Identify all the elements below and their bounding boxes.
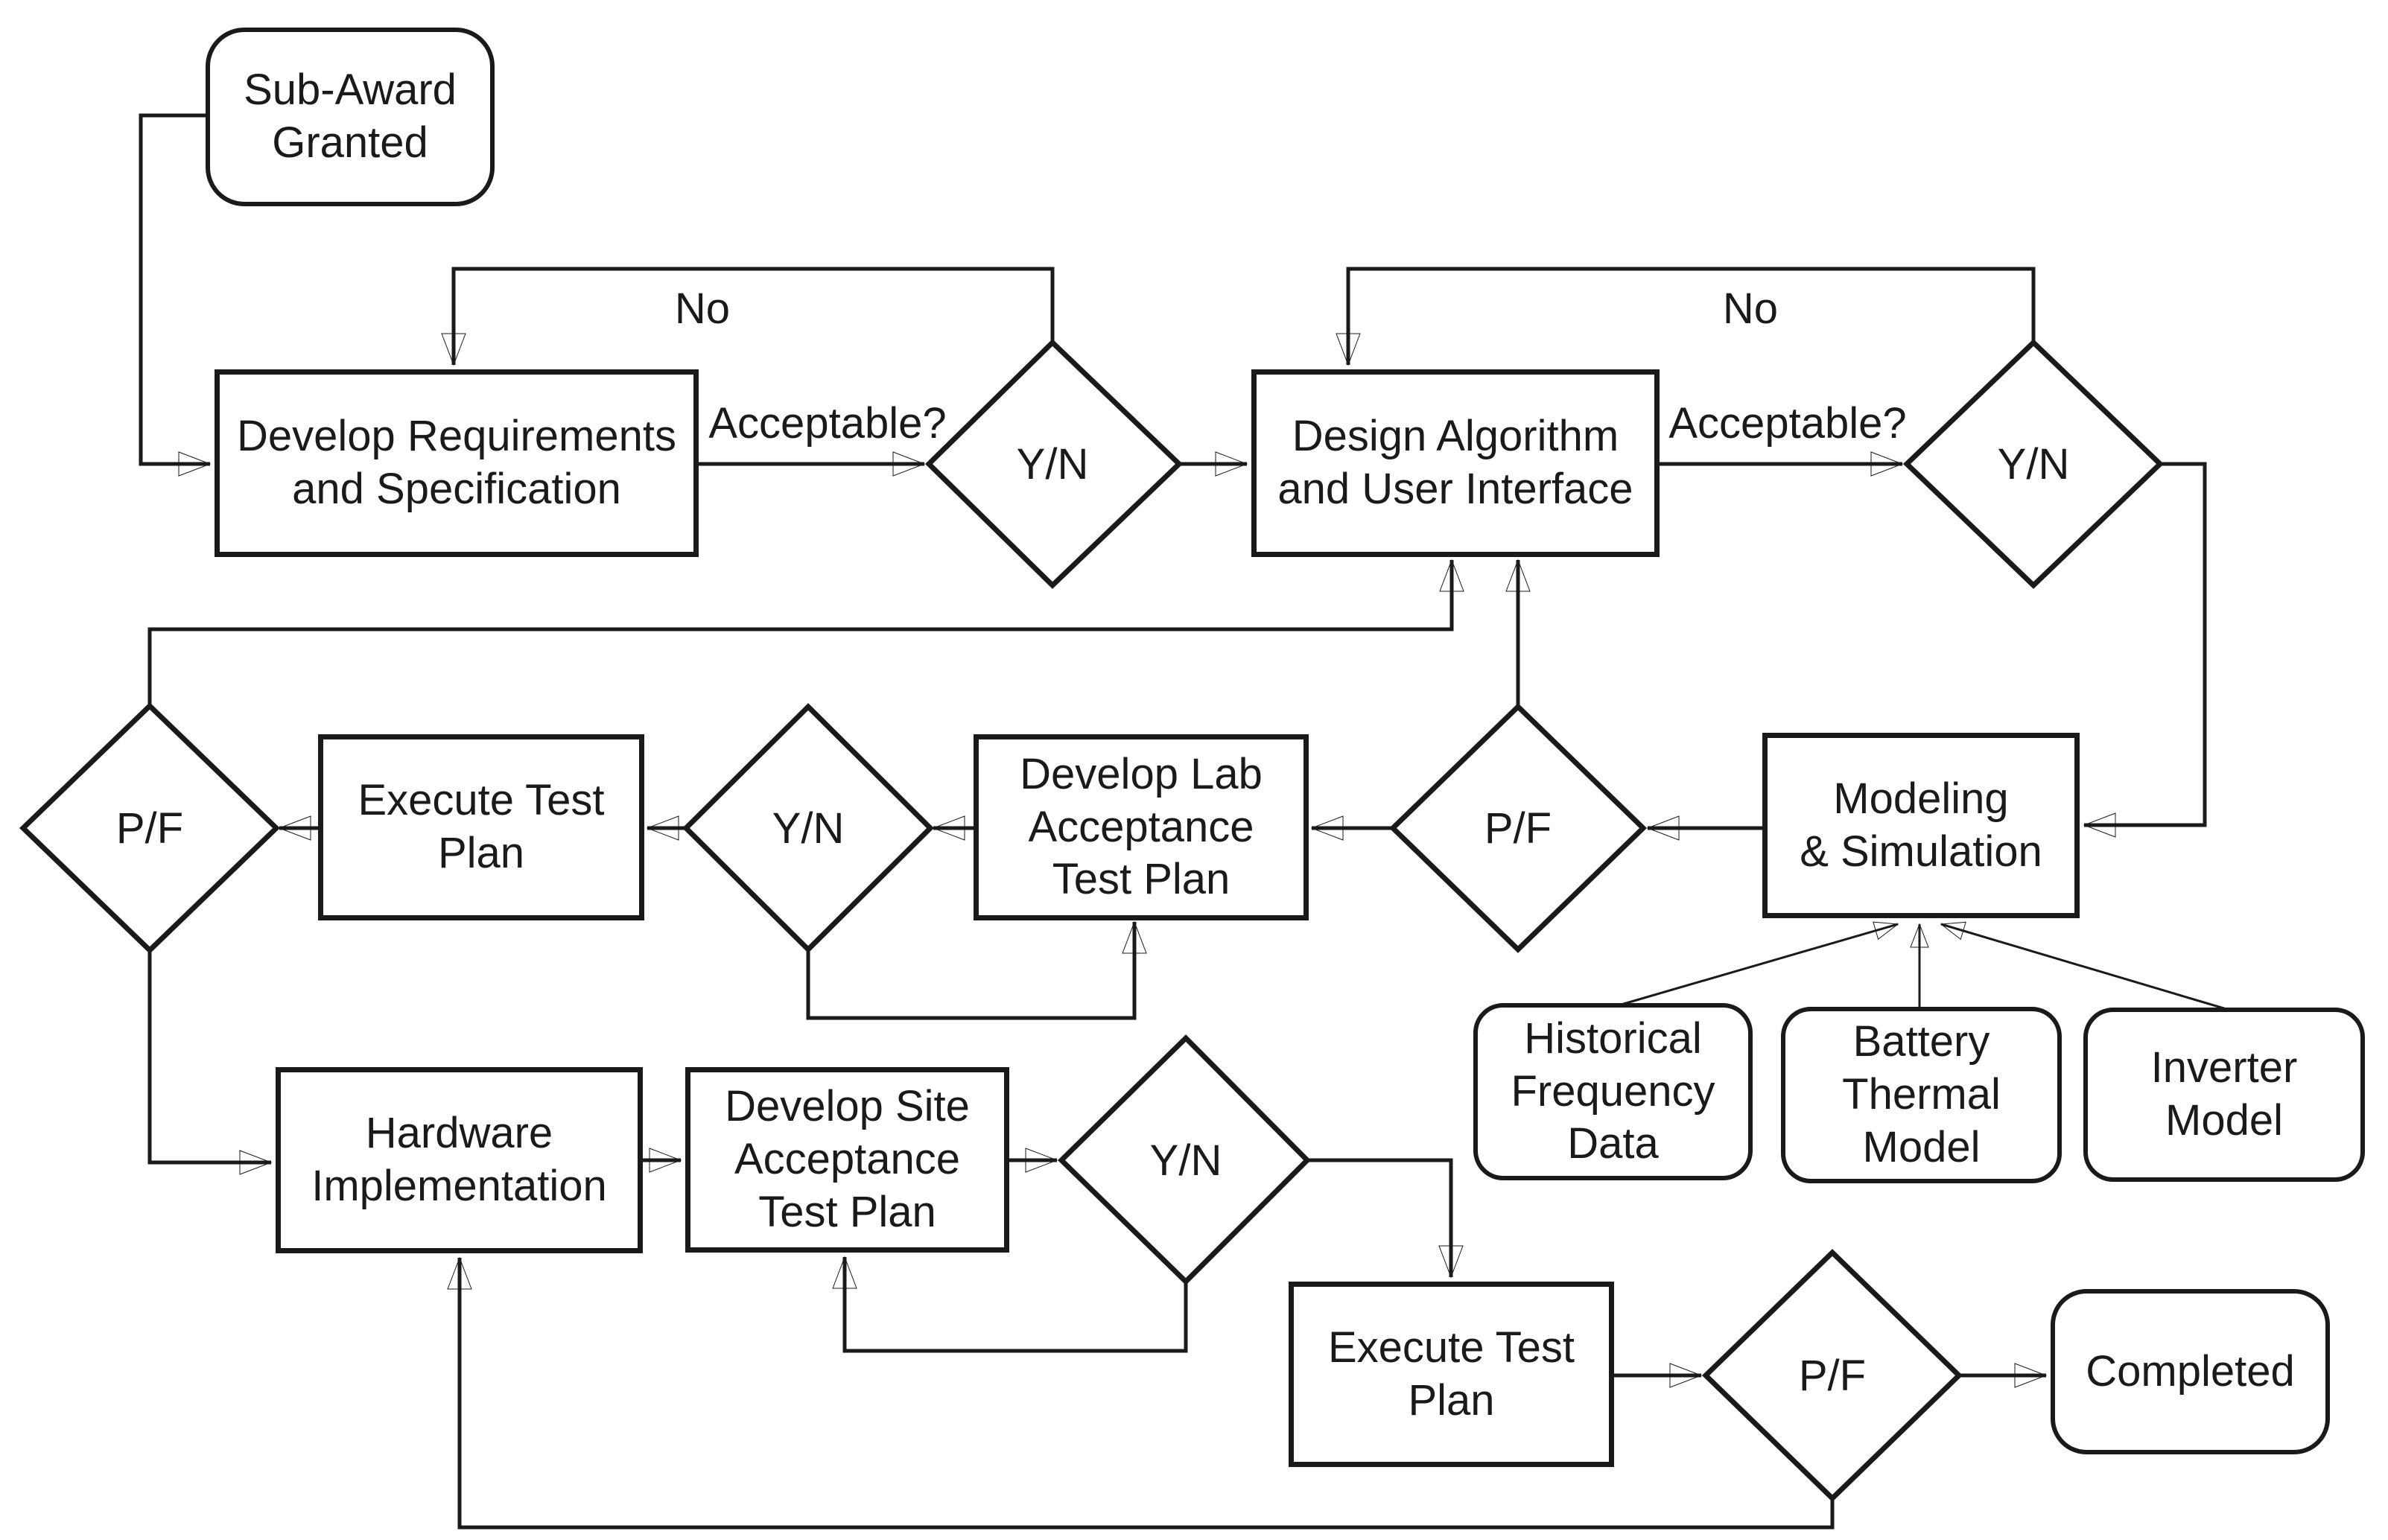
edge-no-loop-site-plan	[832, 1256, 1188, 1353]
node-execute-test-plan-lab-label: Execute Test Plan	[358, 776, 605, 877]
edge-decision-design-to-modeling	[2083, 462, 2207, 838]
edge-pf-lab-to-hardware	[147, 950, 273, 1175]
node-execute-test-plan-site-label: Execute Test Plan	[1327, 1323, 1575, 1425]
node-develop-lab-test-plan: Develop Lab Acceptance Test Plan	[974, 734, 1309, 920]
decision-lab-test-label: P/F	[115, 804, 184, 853]
node-inverter-model-label: Inverter Model	[2150, 1043, 2298, 1145]
node-develop-requirements-label: Develop Requirements and Specification	[237, 412, 676, 513]
node-completed: Completed	[2051, 1289, 2330, 1454]
edge-subaward-to-develop-requirements	[139, 113, 212, 477]
node-historical-frequency-data: Historical Frequency Data	[1473, 1003, 1753, 1180]
edge-fail-loop-to-hardware	[447, 1256, 1835, 1530]
node-design-algorithm-label: Design Algorithm and User Interface	[1277, 412, 1633, 513]
node-sub-award-granted-label: Sub-Award Granted	[244, 66, 457, 167]
node-develop-requirements: Develop Requirements and Specification	[215, 369, 699, 557]
node-battery-thermal-model-label: Battery Thermal Model	[1842, 1017, 2001, 1171]
node-modeling-simulation: Modeling & Simulation	[1762, 733, 2080, 918]
node-develop-site-test-plan: Develop Site Acceptance Test Plan	[685, 1067, 1009, 1253]
node-inverter-model: Inverter Model	[2083, 1008, 2365, 1182]
node-develop-lab-test-plan-label: Develop Lab Acceptance Test Plan	[1020, 749, 1263, 904]
edge-pf-lab-to-design	[147, 559, 1464, 706]
decision-site-test-label: P/F	[1798, 1351, 1867, 1400]
decision-lab-plan-label: Y/N	[772, 804, 845, 853]
decision-design-label: Y/N	[1997, 439, 2070, 489]
edge-label-acceptable-design: Acceptable?	[1668, 398, 1907, 448]
node-design-algorithm: Design Algorithm and User Interface	[1251, 369, 1660, 557]
node-sub-award-granted: Sub-Award Granted	[206, 28, 495, 206]
node-execute-test-plan-site: Execute Test Plan	[1289, 1282, 1614, 1467]
node-modeling-simulation-label: Modeling & Simulation	[1800, 774, 2042, 876]
node-develop-site-test-plan-label: Develop Site Acceptance Test Plan	[725, 1082, 970, 1236]
edge-inverter-model-to-modeling	[1940, 921, 2227, 1011]
node-hardware-implementation: Hardware Implementation	[276, 1067, 643, 1253]
decision-site-plan-label: Y/N	[1149, 1136, 1222, 1185]
edge-decision-site-to-execute	[1307, 1158, 1464, 1279]
edge-historical-data-to-modeling	[1618, 921, 1899, 1007]
edge-no-loop-lab-plan	[806, 920, 1147, 1020]
edge-label-no-design: No	[1722, 284, 1779, 333]
edge-label-acceptable-requirements: Acceptable?	[708, 398, 947, 448]
node-execute-test-plan-lab: Execute Test Plan	[318, 734, 644, 920]
node-hardware-implementation-label: Hardware Implementation	[311, 1109, 607, 1210]
node-battery-thermal-model: Battery Thermal Model	[1781, 1007, 2062, 1183]
node-historical-frequency-data-label: Historical Frequency Data	[1511, 1014, 1715, 1168]
decision-modeling-label: P/F	[1484, 804, 1552, 853]
edge-label-no-requirements: No	[674, 284, 731, 333]
node-completed-label: Completed	[2086, 1346, 2295, 1396]
